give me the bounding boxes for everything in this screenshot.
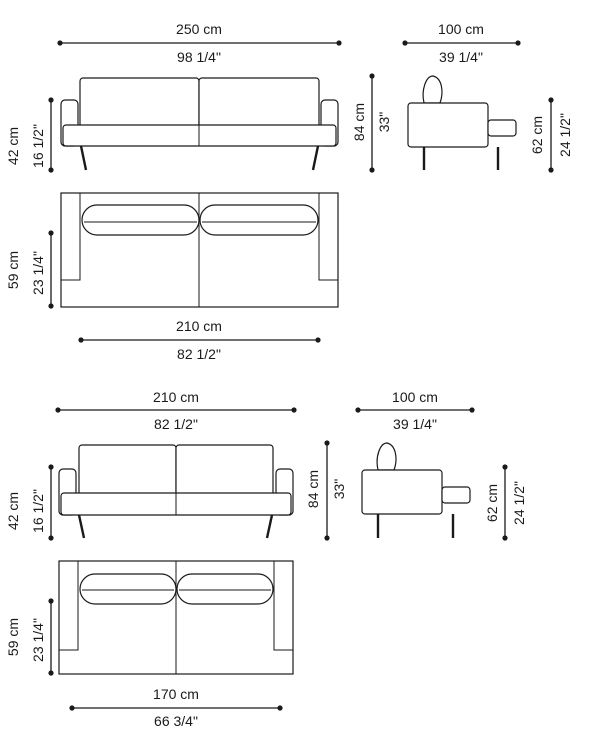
label-large-seat-width-in: 82 1/2": [177, 346, 221, 362]
label-large-height-in: 33": [376, 112, 392, 133]
dim-small-seat-height: 42 cm 16 1/2": [5, 464, 54, 541]
label-small-arm-height-in: 24 1/2": [511, 481, 527, 525]
label-large-front-width-in: 98 1/4": [177, 49, 221, 65]
label-large-height-cm: 84 cm: [351, 103, 367, 141]
sofa-large-top-view: [60, 192, 339, 308]
label-small-depth-cm: 100 cm: [392, 389, 438, 405]
label-small-seat-height-in: 16 1/2": [30, 489, 46, 533]
label-small-height-in: 33": [331, 479, 347, 500]
sofa-small-front-view: [58, 444, 294, 539]
sofa-large-side-view: [407, 75, 517, 170]
label-small-depth-in: 39 1/4": [393, 416, 437, 432]
label-large-arm-height-in: 24 1/2": [557, 113, 573, 157]
label-small-seat-height-cm: 42 cm: [5, 492, 21, 530]
sofa-small: 210 cm 82 1/2" 100 cm 39 1/4" 42 cm 16 1…: [5, 389, 527, 729]
label-small-front-width-in: 82 1/2": [154, 416, 198, 432]
dim-large-depth: 100 cm 39 1/4": [402, 21, 521, 65]
label-large-front-width-cm: 250 cm: [176, 21, 222, 37]
dim-small-depth: 100 cm 39 1/4": [355, 389, 475, 432]
dim-large-arm-height: 62 cm 24 1/2": [529, 97, 573, 173]
label-small-front-width-cm: 210 cm: [153, 389, 199, 405]
label-large-seat-height-in: 16 1/2": [30, 124, 46, 168]
dim-small-seat-depth: 59 cm 23 1/4": [5, 598, 54, 676]
dim-small-arm-height: 62 cm 24 1/2": [484, 464, 527, 541]
label-large-depth-in: 39 1/4": [439, 49, 483, 65]
label-large-arm-height-cm: 62 cm: [529, 116, 545, 154]
dim-small-height: 84 cm 33": [305, 440, 347, 541]
label-large-seat-depth-cm: 59 cm: [5, 251, 21, 289]
sofa-small-top-view: [58, 560, 294, 675]
sofa-small-side-view: [361, 442, 471, 538]
dim-small-seat-width: 170 cm 66 3/4": [69, 686, 283, 729]
label-small-seat-width-cm: 170 cm: [153, 686, 199, 702]
dim-large-seat-height: 42 cm 16 1/2": [5, 97, 54, 173]
label-small-seat-depth-in: 23 1/4": [30, 618, 46, 662]
label-small-seat-depth-cm: 59 cm: [5, 618, 21, 656]
label-large-seat-width-cm: 210 cm: [176, 318, 222, 334]
sofa-large: 250 cm 98 1/4" 100 cm 39 1/4" 42 cm 16 1…: [5, 21, 573, 362]
label-large-depth-cm: 100 cm: [438, 21, 484, 37]
dim-large-seat-width: 210 cm 82 1/2": [78, 318, 321, 362]
dim-large-seat-depth: 59 cm 23 1/4": [5, 230, 54, 309]
label-large-seat-depth-in: 23 1/4": [30, 251, 46, 295]
dim-small-front-width: 210 cm 82 1/2": [55, 389, 297, 432]
label-small-seat-width-in: 66 3/4": [154, 713, 198, 729]
dim-large-front-width: 250 cm 98 1/4": [57, 21, 342, 65]
label-small-arm-height-cm: 62 cm: [484, 484, 500, 522]
label-small-height-cm: 84 cm: [305, 470, 321, 508]
dim-large-height: 84 cm 33": [351, 73, 392, 173]
label-large-seat-height-cm: 42 cm: [5, 127, 21, 165]
sofa-large-front-view: [60, 77, 339, 171]
